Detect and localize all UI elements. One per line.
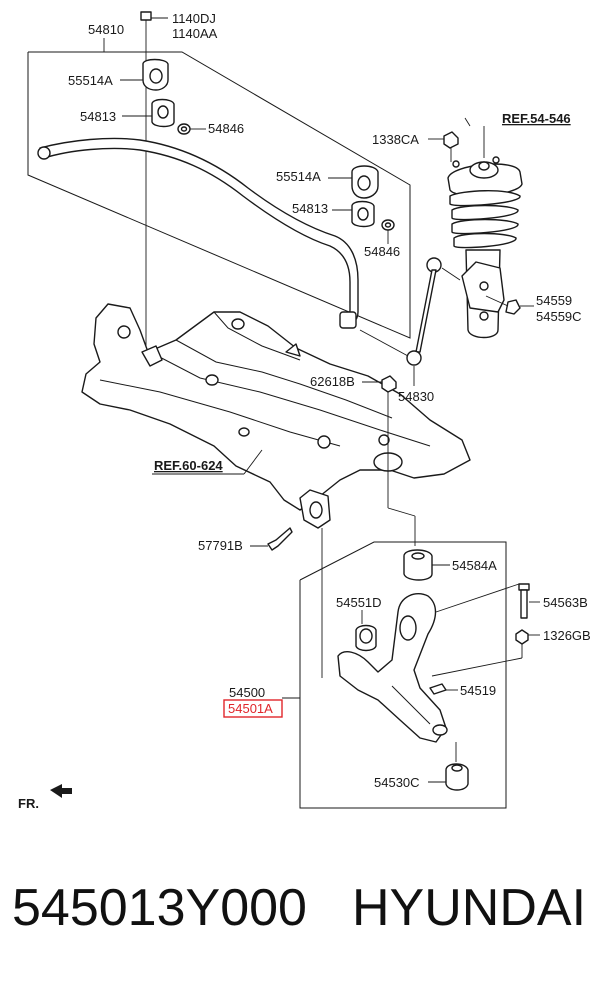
ref-60-624-leader — [152, 449, 263, 475]
label-54519: 54519 — [460, 683, 496, 698]
label-1326gb: 1326GB — [543, 628, 591, 643]
label-54846-right: 54846 — [364, 244, 400, 259]
label-54559: 54559 — [536, 293, 572, 308]
label-54830: 54830 — [398, 389, 434, 404]
washer-54519 — [429, 683, 458, 695]
nut-54846-left — [177, 123, 206, 135]
nut-54846-right — [381, 219, 395, 244]
strut-assembly — [447, 117, 523, 339]
label-62618b: 62618B — [310, 374, 355, 389]
label-1338ca: 1338CA — [372, 132, 419, 147]
label-57791b: 57791B — [198, 538, 243, 553]
label-1140aa: 1140AA — [172, 26, 218, 41]
label-54563b: 54563B — [543, 595, 588, 610]
lower-control-arm — [337, 593, 448, 743]
highlight-54501a-frame — [223, 699, 283, 718]
label-54530c: 54530C — [374, 775, 420, 790]
label-54813-left: 54813 — [80, 109, 116, 124]
nut-1326gb — [431, 629, 540, 677]
bracket-55514a-left — [120, 58, 169, 91]
bracket-55514a-right — [328, 165, 379, 199]
bolt-54563b — [435, 583, 540, 619]
bushing-54584a — [403, 549, 450, 581]
label-54551d: 54551D — [336, 595, 382, 610]
label-54846-left: 54846 — [208, 121, 244, 136]
label-54810: 54810 — [88, 22, 124, 37]
stabilizer-group — [27, 38, 411, 339]
label-ref-60-624: REF.60-624 — [154, 458, 223, 473]
lower-arm-group — [282, 528, 507, 809]
stabilizer-link-54830 — [359, 257, 461, 386]
label-ref-54-546: REF.54-546 — [502, 111, 571, 126]
brand-caption: HYUNDAI — [352, 879, 587, 937]
arrow-left-icon — [50, 784, 72, 798]
label-54559c: 54559C — [536, 309, 582, 324]
ball-joint-54530c — [428, 742, 469, 791]
label-1140dj: 1140DJ — [172, 11, 216, 26]
label-54584a: 54584A — [452, 558, 497, 573]
nut-62618b — [362, 375, 416, 546]
nut-1338ca — [428, 131, 459, 162]
label-54501a: 54501A — [228, 701, 273, 716]
label-front: FR. — [18, 796, 39, 811]
bushing-54813-left — [122, 98, 175, 128]
subframe — [81, 303, 471, 529]
label-54500: 54500 — [229, 685, 265, 700]
label-54813-right: 54813 — [292, 201, 328, 216]
label-55514a-right: 55514A — [276, 169, 321, 184]
label-55514a-left: 55514A — [68, 73, 113, 88]
bushing-54813-right — [332, 200, 375, 228]
bolt-57791b — [250, 527, 293, 551]
stabilizer-bar — [37, 137, 359, 329]
part-number-caption: 545013Y000 — [12, 879, 307, 937]
nut-54559 — [485, 295, 534, 315]
bushing-54551d — [355, 610, 377, 652]
